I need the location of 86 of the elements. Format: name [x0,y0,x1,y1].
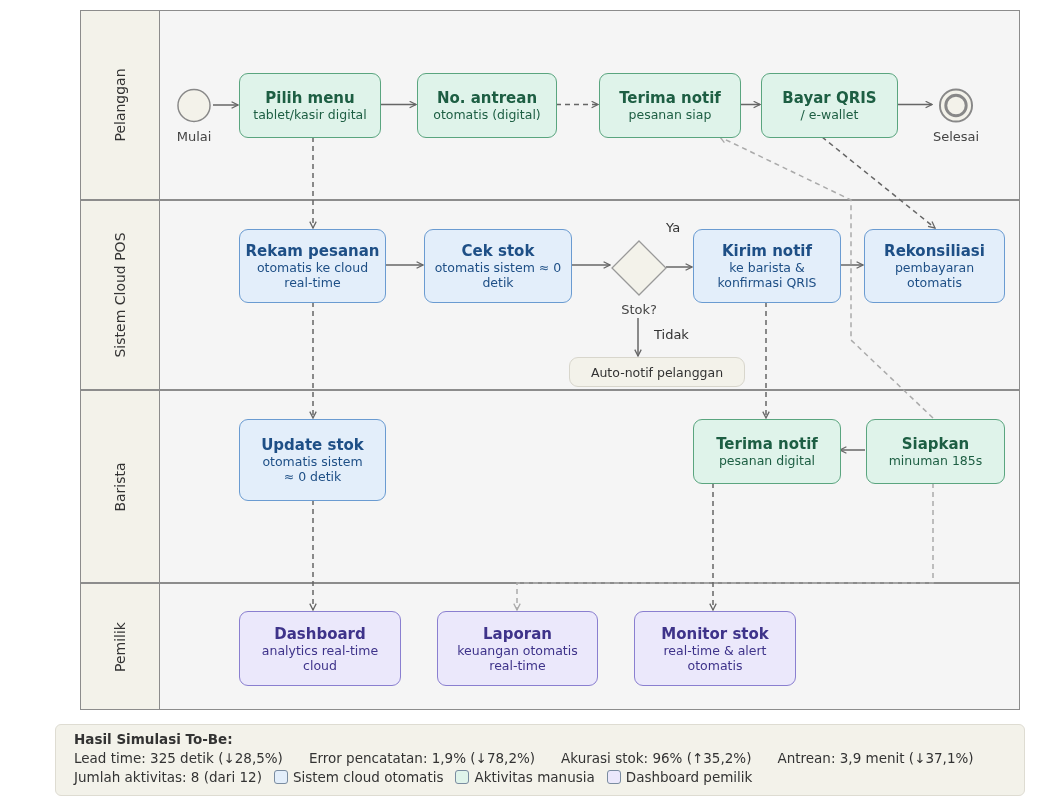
process-box [761,73,898,138]
step-text: otomatis (digital) [433,107,541,122]
arrow [384,261,424,269]
step-text: ≈ 0 detik [283,469,342,484]
lane-label: Barista [112,461,128,512]
step-title: Bayar QRIS [782,89,877,107]
step-title: Laporan [483,624,552,643]
step-text: / e-wallet [800,107,859,122]
swimlane [80,200,1020,390]
note-box [569,357,745,387]
step-title: Cek stok [461,242,535,260]
step-text: otomatis ke cloud real-time [255,260,370,290]
step-text: pesanan digital [718,453,816,468]
step-title: Monitor stok [661,624,769,643]
legend-label: Dashboard pemilik [625,769,753,785]
process-box [424,229,572,303]
result-metric: Lead time: 325 detik (↓28,5%) [74,750,283,766]
arrow [665,263,693,271]
step-title: Rekam pesanan [245,242,380,260]
arrow [821,136,936,229]
step-title: Siapkan [901,435,970,453]
step-text: analytics real-time cloud [260,642,380,673]
step-title: Pilih menu [265,89,355,107]
step-title: Terima notif [619,89,721,107]
arrow [309,499,317,611]
step-text: pesanan siap [628,107,712,122]
step-title: Dashboard [274,624,366,643]
arrow [555,100,599,109]
result-metric: Akurasi stok: 96% (↑35,2%) [561,750,752,766]
process-box [239,229,386,303]
result-metric: Error pencatatan: 1,9% (↓78,2%) [308,750,536,766]
process-box [239,73,381,138]
step-text: real-time & alert otomatis [662,642,768,673]
step-text: Auto-notif pelanggan [590,364,724,380]
event-label: Mulai [176,129,212,144]
process-box [437,611,598,686]
process-box [693,419,841,484]
arrow [839,261,864,269]
result-metric: Antrean: 3,9 menit (↓37,1%) [777,750,974,766]
lane-label: Sistem Cloud POS [112,232,128,358]
process-box [864,229,1005,303]
result-metric: Jumlah aktivitas: 8 (dari 12) [74,769,262,785]
process-box [599,73,741,138]
swimlane [80,583,1020,710]
step-text: otomatis sistem [262,454,363,469]
legend-label: Aktivitas manusia [474,769,595,785]
step-title: No. antrean [436,89,538,107]
step-title: Kirim notif [722,242,812,260]
edge-label: Tidak [652,327,691,342]
arrow [709,482,717,611]
arrow [739,100,761,109]
arrow [309,136,317,229]
process-box [866,419,1005,484]
arrow [719,136,934,419]
arrow [896,100,933,109]
arrow [212,101,239,109]
step-text: minuman 185s [888,453,983,468]
arrow [762,301,770,419]
process-box [239,611,401,686]
swimlane [80,10,1020,200]
process-box [417,73,557,138]
lane-label: Pelanggan [112,68,128,142]
legend-label: Sistem cloud otomatis [292,769,444,785]
process-box [693,229,841,303]
step-title: Terima notif [716,435,818,453]
decision-label: Stok? [621,302,657,317]
arrow [839,446,866,454]
swimlane [80,390,1020,583]
arrow [634,317,642,357]
event-label: Selesai [932,129,980,144]
step-text: keuangan otomatis real-time [456,642,579,673]
step-title: Update stok [261,436,364,454]
step-text: pembayaran otomatis [893,260,976,290]
process-box [239,419,386,501]
summary-heading: Hasil Simulasi To-Be: [74,731,233,747]
lane-label: Pemilik [112,621,128,672]
arrow [379,100,417,109]
step-text: otomatis sistem ≈ 0 detik [433,260,563,290]
arrow [570,261,611,269]
process-box [634,611,796,686]
arrow [513,482,934,611]
arrow [309,301,317,419]
edge-label: Ya [664,220,683,235]
step-title: Rekonsiliasi [884,242,985,260]
step-text: ke barista & konfirmasi QRIS [716,260,818,290]
step-text: tablet/kasir digital [253,107,367,122]
